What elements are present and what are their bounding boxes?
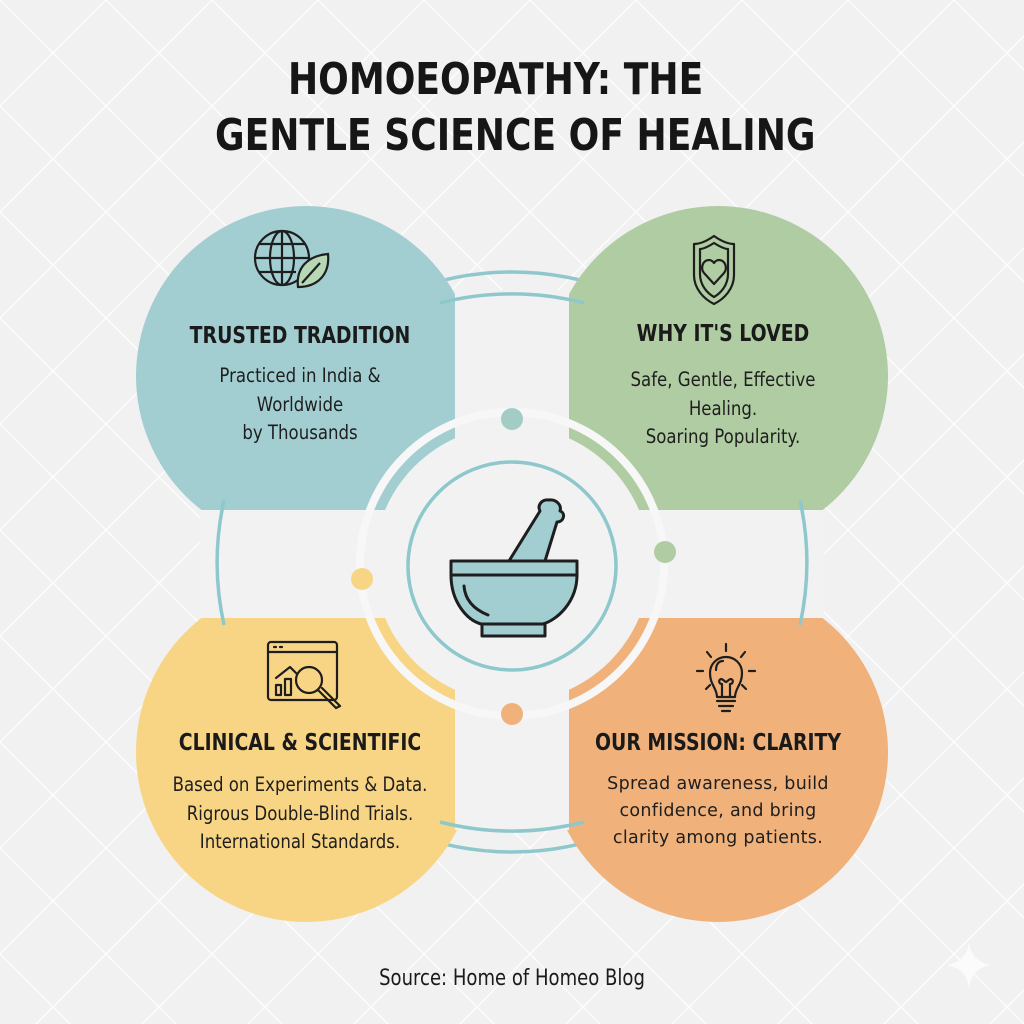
mortar-and-pestle-icon (449, 498, 579, 638)
card-line: Safe, Gentle, Effective (630, 368, 816, 391)
card-line: International Standards. (199, 830, 401, 853)
shield-heart-icon (692, 234, 736, 306)
card-body: Based on Experiments & Data. Rigrous Dou… (164, 771, 436, 857)
card-clinical-scientific: CLINICAL & SCIENTIFIC Based on Experimen… (140, 729, 460, 857)
title-line-1: HOMOEOPATHY: THE (287, 54, 704, 105)
card-trusted-tradition: TRUSTED TRADITION Practiced in India & W… (142, 322, 458, 448)
card-line: Worldwide (256, 392, 344, 416)
circle-trusted-tradition (136, 206, 476, 546)
card-line: Rigrous Double-Blind Trials. (186, 801, 414, 825)
card-line: clarity among patients. (612, 828, 824, 848)
circle-why-its-loved (548, 206, 888, 546)
outer-ring-left-arc (215, 499, 226, 626)
card-line: by Thousands (242, 421, 358, 444)
card-body: Spread awareness, build confidence, and … (560, 771, 876, 852)
card-our-mission-clarity: OUR MISSION: CLARITY Spread awareness, b… (560, 729, 876, 852)
card-line: Soaring Popularity. (645, 425, 801, 448)
title-line-2: GENTLE SCIENCE OF HEALING (214, 110, 816, 161)
page-title: HOMOEOPATHY: THE GENTLE SCIENCE OF HEALI… (92, 52, 932, 164)
source-caption: Source: Home of Homeo Blog (379, 966, 645, 991)
dot-teal (501, 408, 523, 430)
circle-our-mission (548, 582, 888, 922)
card-heading: TRUSTED TRADITION (189, 323, 411, 349)
card-body: Practiced in India & Worldwide by Thousa… (166, 362, 435, 448)
outer-ring-right-arc (798, 499, 809, 626)
card-line: confidence, and bring (619, 801, 817, 821)
outer-ring-top-arc (439, 292, 585, 305)
card-heading: CLINICAL & SCIENTIFIC (178, 730, 422, 756)
card-heading: OUR MISSION: CLARITY (595, 730, 841, 756)
card-line: Practiced in India & (219, 364, 381, 387)
globe-leaf-icon (253, 229, 330, 289)
dot-orange (501, 703, 523, 725)
sparkle-icon (946, 942, 992, 988)
card-line: Healing. (688, 396, 758, 420)
card-why-its-loved: WHY IT'S LOVED Safe, Gentle, Effective H… (565, 320, 881, 452)
card-line: Spread awareness, build (607, 774, 829, 794)
lightbulb-icon (695, 642, 757, 713)
card-heading: WHY IT'S LOVED (636, 321, 810, 347)
circle-clinical-scientific (136, 582, 476, 922)
card-line: Based on Experiments & Data. (172, 773, 428, 796)
dot-yellow (351, 568, 373, 590)
browser-chart-magnifier-icon (266, 640, 342, 710)
outer-ring-bottom-arc (439, 820, 585, 833)
card-body: Safe, Gentle, Effective Healing. Soaring… (589, 366, 858, 452)
dot-green (654, 541, 676, 563)
